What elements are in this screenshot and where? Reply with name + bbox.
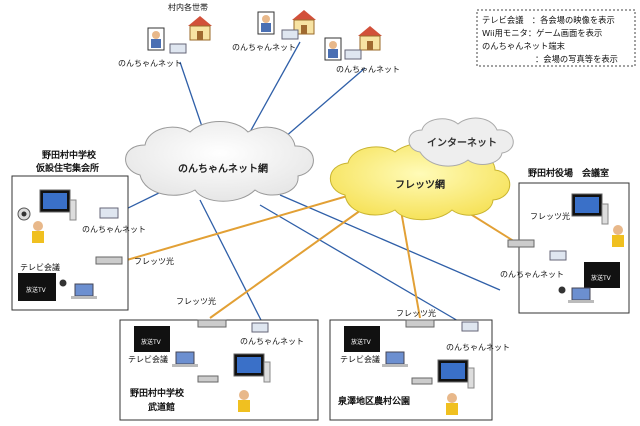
tv-icon: 放送TV (584, 262, 620, 288)
wii-monitor-icon (39, 189, 77, 221)
site-left-nonchan-label: のんちゃんネット (82, 225, 146, 234)
site-right-flets-label: フレッツ光 (530, 211, 570, 221)
laptop-icon (568, 287, 594, 303)
terminal-icon (549, 250, 567, 261)
tv-screen-text: 放送TV (141, 338, 162, 346)
house-icon (358, 26, 382, 51)
site-br-title: 泉澤地区農村公園 (337, 395, 410, 407)
nonchan-cloud: のんちゃんネット網 (125, 121, 314, 202)
site-bottom-right: フレッツ光 のんちゃんネット 放送TV テレビ会議 泉澤地区農村公園 (329, 308, 510, 421)
tv-icon: 放送TV (134, 326, 170, 352)
tv-screen-text: 放送TV (591, 274, 612, 282)
site-left-title-2: 仮設住宅集会所 (35, 162, 99, 174)
wii-monitor-icon (571, 193, 609, 225)
internet-cloud: インターネット (408, 117, 514, 167)
flets-cloud-label: フレッツ網 (395, 178, 445, 191)
legend-line-4: ：会場の写真等を表示 (535, 54, 618, 64)
site-br-flets-label: フレッツ光 (396, 308, 436, 318)
village-households: 村内各世帯 のんちゃんネット のんちゃんネット (118, 2, 400, 74)
site-br-nonchan-label: のんちゃんネット (446, 343, 510, 352)
site-left-tvconf-label: テレビ会議 (20, 262, 60, 272)
person-icon (612, 225, 624, 247)
site-bottom-left: フレッツ光 のんちゃんネット 放送TV テレビ会議 野田村中学校 武道館 (119, 296, 319, 421)
house-icon (292, 10, 316, 35)
person-icon (446, 393, 458, 415)
terminal-icon (461, 321, 479, 332)
legend-line-1: テレビ会議 ：各会場の映像を表示 (482, 15, 615, 25)
nonchan-cloud-label: のんちゃんネット網 (178, 162, 268, 175)
site-left-flets-label: フレッツ光 (134, 256, 174, 266)
router-icon (95, 256, 123, 265)
router-icon (507, 239, 535, 248)
link-right-site (279, 194, 501, 291)
tv-icon: 放送TV (18, 273, 56, 301)
terminal-icon (99, 207, 119, 219)
flets-links (119, 187, 521, 319)
site-right: 野田村役場 会議室 フレッツ光 のんちゃんネット 放送TV (500, 167, 630, 314)
site-bl-nonchan-label: のんちゃんネット (240, 337, 304, 346)
village-title: 村内各世帯 (168, 2, 208, 12)
link-bl-site (199, 199, 263, 323)
router-icon (197, 319, 227, 328)
household-1-label: のんちゃんネット (118, 59, 182, 68)
router-icon (411, 377, 433, 385)
house-icon (188, 16, 212, 41)
household-3: のんちゃんネット (324, 26, 400, 74)
household-2: のんちゃんネット (232, 10, 316, 52)
camera-icon (17, 207, 31, 221)
terminal-icon (281, 29, 299, 40)
terminal-icon (169, 43, 187, 54)
wii-monitor-icon (233, 353, 271, 383)
legend-line-2: Wii用モニタ：ゲーム画面を表示 (482, 28, 602, 38)
flets-link-bl (209, 199, 376, 319)
link-br-site (259, 204, 466, 326)
household-3-label: のんちゃんネット (336, 65, 400, 74)
laptop-icon (172, 351, 198, 367)
router-icon (405, 319, 435, 328)
nonchan-links (119, 41, 501, 326)
legend-box: テレビ会議 ：各会場の映像を表示 Wii用モニタ：ゲーム画面を表示 のんちゃんネ… (476, 9, 636, 67)
tv-screen-text: 放送TV (26, 286, 47, 294)
person-icon (32, 221, 44, 243)
site-bl-title-1: 野田村中学校 (130, 387, 185, 399)
site-bl-tvconf-label: テレビ会議 (128, 354, 168, 364)
flets-link-left (119, 187, 376, 263)
flets-link-br (399, 204, 421, 319)
webcam-icon (59, 279, 67, 287)
site-left: 野田村中学校 仮設住宅集会所 のんちゃんネット フレッツ光 テレビ会議 放送TV (11, 149, 174, 311)
site-left-title-1: 野田村中学校 (42, 149, 97, 161)
site-bl-title-2: 武道館 (148, 401, 175, 413)
webcam-icon (558, 286, 566, 294)
laptop-icon (71, 283, 97, 299)
legend-line-3: のんちゃんネット端末 (482, 41, 566, 51)
wii-monitor-icon (437, 359, 475, 389)
household-1: のんちゃんネット (118, 16, 212, 68)
site-br-tvconf-label: テレビ会議 (340, 354, 380, 364)
router-icon (197, 375, 219, 383)
site-right-nonchan-label: のんちゃんネット (500, 270, 564, 279)
laptop-icon (382, 351, 408, 367)
tv-screen-text: 放送TV (351, 338, 372, 346)
household-2-label: のんちゃんネット (232, 43, 296, 52)
tv-icon: 放送TV (344, 326, 380, 352)
internet-cloud-label: インターネット (427, 137, 497, 149)
site-right-title: 野田村役場 会議室 (528, 167, 609, 179)
terminal-icon (251, 322, 269, 333)
site-bl-flets-label: フレッツ光 (176, 296, 216, 306)
terminal-icon (344, 49, 362, 60)
person-icon (238, 390, 250, 412)
